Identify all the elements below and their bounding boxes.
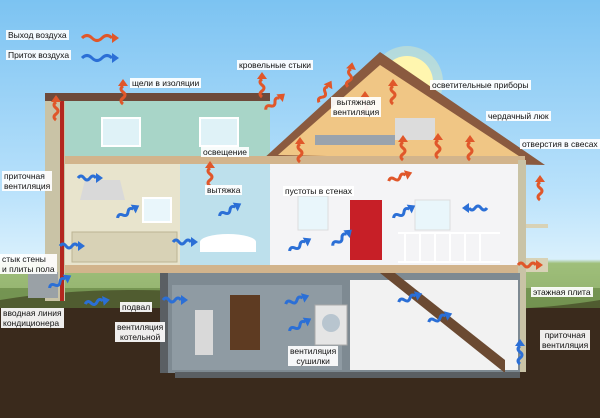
label-eaves-holes: отверстия в свесах	[520, 139, 600, 149]
water-heater	[195, 310, 213, 355]
outflow-arrow	[295, 137, 305, 164]
inflow-arrow	[171, 237, 198, 247]
label-floor-slab: этажная плита	[531, 287, 593, 297]
outflow-arrow	[205, 161, 215, 188]
inflow-arrow	[427, 311, 453, 323]
label-boiler-vent: вентиляция котельной	[115, 322, 166, 342]
right-wall	[518, 160, 526, 372]
outflow-arrow-icon	[80, 34, 114, 42]
airflow-arrows	[48, 62, 545, 366]
label-supply-vent-right: приточная вентиляция	[540, 330, 591, 350]
inflow-arrow	[58, 241, 85, 251]
label-exhaust: вытяжка	[205, 185, 243, 195]
inflow-arrow	[397, 291, 423, 303]
label-lighting: освещение	[201, 147, 249, 157]
legend-arrowhead	[112, 53, 119, 63]
label-basement: подвал	[120, 302, 153, 312]
label-wall-voids: пустоты в стенах	[283, 186, 355, 196]
outflow-arrow	[433, 133, 443, 160]
flat-roof	[45, 93, 270, 101]
outflow-arrow	[387, 170, 413, 182]
red-door	[350, 200, 382, 260]
outflow-arrow	[388, 79, 398, 106]
inflow-arrow	[116, 204, 140, 219]
furnace	[230, 295, 260, 350]
outflow-arrow	[257, 72, 267, 99]
inflow-arrow	[76, 173, 103, 183]
legend-in: Приток воздуха	[6, 50, 72, 60]
label-roof-joints: кровельные стыки	[237, 60, 314, 70]
outflow-arrow	[316, 80, 333, 103]
label-attic-hatch: чердачный люк	[486, 111, 551, 121]
floor-slab-upper	[65, 156, 525, 164]
label-lights: осветительные приборы	[430, 80, 531, 90]
inflow-arrow	[392, 204, 416, 219]
inflow-arrow	[161, 295, 188, 305]
outflow-arrow	[51, 95, 61, 122]
outflow-arrow	[344, 62, 356, 88]
outflow-arrow	[264, 93, 285, 110]
inflow-arrow	[48, 274, 72, 289]
vent-duct	[315, 135, 395, 145]
window-upper-2	[199, 117, 239, 147]
label-supply-vent-left: приточная вентиляция	[2, 171, 53, 191]
outflow-arrow	[398, 135, 408, 162]
outflow-arrow	[118, 79, 128, 106]
range-hood	[80, 180, 125, 200]
label-wall-floor-joint: стык стены и плиты пола	[0, 254, 57, 274]
outflow-arrow	[465, 135, 475, 162]
floor-slab-lower	[65, 265, 525, 273]
label-ac-line: вводная линия кондиционера	[1, 308, 64, 328]
outflow-arrow	[535, 175, 545, 202]
inflow-arrow	[331, 229, 352, 246]
inflow-arrow	[288, 317, 312, 332]
inflow-arrow	[515, 339, 525, 366]
inflow-arrow-icon	[80, 54, 114, 62]
inflow-arrow	[83, 296, 110, 306]
window-upper-1	[101, 117, 141, 147]
label-exhaust-vent: вытяжная вентиляция	[331, 97, 382, 117]
label-insulation-gaps: щели в изоляции	[130, 78, 202, 88]
attic-vent-unit	[395, 118, 435, 140]
legend-out: Выход воздуха	[6, 30, 69, 40]
legend-arrowhead	[112, 33, 119, 43]
inflow-arrow	[218, 202, 242, 217]
inflow-arrow	[462, 203, 489, 213]
legend: Выход воздуха Приток воздуха	[6, 30, 116, 66]
inflow-arrow	[288, 237, 312, 252]
outflow-arrow	[516, 260, 543, 270]
label-dryer-vent: вентиляция сушилки	[288, 346, 339, 366]
inflow-arrow	[284, 293, 310, 305]
